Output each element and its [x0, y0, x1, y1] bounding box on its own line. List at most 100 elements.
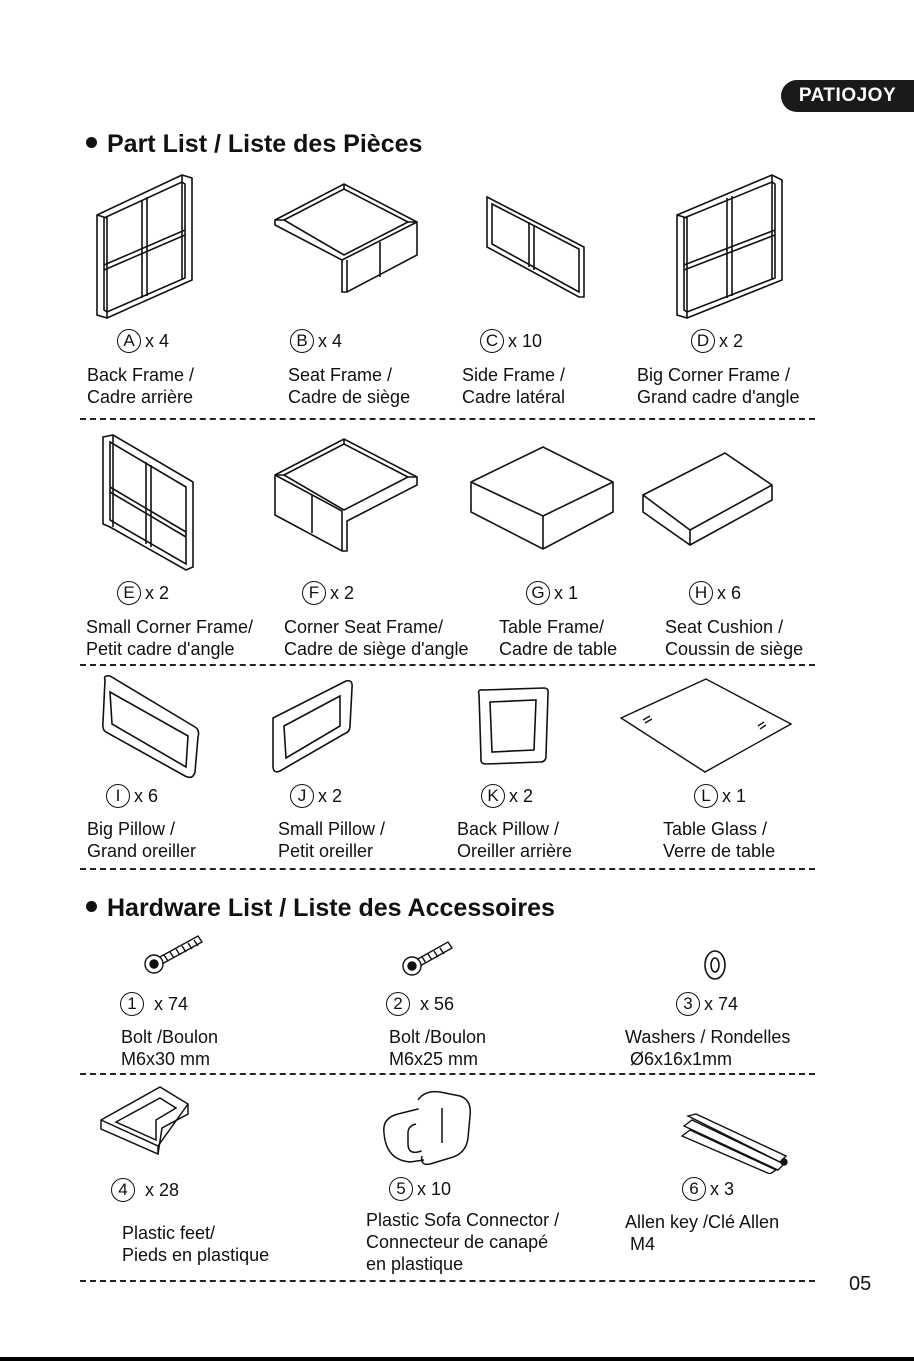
- divider: [80, 868, 815, 870]
- hardware-code-1: 1 x 74: [120, 992, 188, 1016]
- hardware-line2: Ø6x16x1mm: [625, 1049, 733, 1069]
- hardware-name-4: Plastic feet/Pieds en plastique: [122, 1222, 269, 1266]
- part-qty: x 10: [508, 330, 543, 351]
- part-name-fr: Cadre arrière: [87, 387, 194, 407]
- hardware-list-title: Hardware List / Liste des Accessoires: [86, 894, 555, 923]
- hardware-line1: Washers / Rondelles: [625, 1027, 791, 1047]
- hardware-line1: Allen key /Clé Allen: [625, 1212, 780, 1232]
- part-name-en: Side Frame /: [462, 365, 566, 385]
- back-frame-illustration: [96, 174, 193, 319]
- part-qty: x 2: [330, 582, 355, 603]
- part-name-en: Seat Frame /: [288, 365, 393, 385]
- part-name-c: Side Frame /Cadre latéral: [462, 364, 565, 408]
- part-qty: x 1: [554, 582, 579, 603]
- hardware-line2: M6x30 mm: [121, 1049, 211, 1069]
- hardware-number: 6: [682, 1177, 706, 1201]
- part-name-fr: Oreiller arrière: [457, 841, 573, 861]
- sofa-connector-icon: [383, 1090, 472, 1166]
- hardware-number: 4: [111, 1178, 135, 1202]
- hardware-qty: x 56: [420, 993, 455, 1014]
- part-name-en: Big Corner Frame /: [637, 365, 791, 385]
- bullet-icon: [86, 900, 97, 912]
- part-letter: F: [302, 581, 326, 605]
- hardware-line3: en plastique: [366, 1254, 464, 1274]
- bolt-25-icon: [402, 941, 454, 976]
- part-name-en: Back Frame /: [87, 365, 195, 385]
- part-list-title-text: Part List / Liste des Pièces: [107, 130, 423, 158]
- hardware-qty: x 74: [154, 993, 189, 1014]
- part-name-en: Back Pillow /: [457, 819, 560, 839]
- part-qty: x 2: [145, 582, 170, 603]
- washer-icon: [704, 950, 726, 980]
- allen-key-icon: [680, 1113, 788, 1174]
- part-qty: x 2: [509, 785, 534, 806]
- divider: [80, 1280, 815, 1282]
- part-letter: A: [117, 329, 141, 353]
- part-qty: x 2: [719, 330, 744, 351]
- part-name-fr: Cadre latéral: [462, 387, 566, 407]
- page-number: 05: [849, 1273, 872, 1295]
- part-letter: J: [290, 784, 314, 808]
- bullet-icon: [86, 136, 97, 148]
- part-name-fr: Petit cadre d'angle: [86, 639, 235, 659]
- part-name-fr: Coussin de siège: [665, 639, 804, 659]
- part-name-en: Small Corner Frame/: [86, 617, 254, 637]
- hardware-qty: x 74: [704, 993, 739, 1014]
- hardware-name-5: Plastic Sofa Connector /Connecteur de ca…: [366, 1209, 559, 1275]
- seat-cushion-illustration: [642, 452, 773, 546]
- part-name-d: Big Corner Frame /Grand cadre d'angle: [637, 364, 800, 408]
- hardware-qty: x 10: [417, 1178, 452, 1199]
- part-name-fr: Grand oreiller: [87, 841, 197, 861]
- part-qty: x 2: [318, 785, 343, 806]
- part-name-f: Corner Seat Frame/Cadre de siège d'angle: [284, 616, 469, 660]
- part-qty: x 1: [722, 785, 747, 806]
- hardware-line2: Pieds en plastique: [122, 1245, 270, 1265]
- hardware-qty: x 3: [710, 1178, 735, 1199]
- table-frame-illustration: [470, 446, 614, 550]
- part-letter: H: [689, 581, 713, 605]
- hardware-line2: M6x25 mm: [389, 1049, 479, 1069]
- part-name-fr: Grand cadre d'angle: [637, 387, 800, 407]
- hardware-line1: Bolt /Boulon: [121, 1027, 219, 1047]
- part-name-fr: Cadre de siège d'angle: [284, 639, 469, 659]
- part-name-en: Small Pillow /: [278, 819, 386, 839]
- hardware-line2: Connecteur de canapé: [366, 1232, 549, 1252]
- part-letter: B: [290, 329, 314, 353]
- side-frame-illustration: [486, 195, 585, 298]
- bottom-rule: [0, 1357, 914, 1361]
- hardware-name-3: Washers / Rondelles Ø6x16x1mm: [625, 1026, 790, 1070]
- part-name-h: Seat Cushion /Coussin de siège: [665, 616, 803, 660]
- part-name-fr: Verre de table: [663, 841, 776, 861]
- part-name-en: Seat Cushion /: [665, 617, 784, 637]
- hardware-list-title-text: Hardware List / Liste des Accessoires: [107, 894, 555, 922]
- part-letter: G: [526, 581, 550, 605]
- small-corner-frame-illustration: [102, 434, 194, 571]
- small-pillow-illustration: [272, 679, 353, 773]
- hardware-line1: Plastic feet/: [122, 1223, 216, 1243]
- part-name-g: Table Frame/Cadre de table: [499, 616, 617, 660]
- part-name-fr: Cadre de table: [499, 639, 618, 659]
- part-name-k: Back Pillow /Oreiller arrière: [457, 818, 572, 862]
- part-letter: I: [106, 784, 130, 808]
- plastic-foot-icon: [100, 1086, 189, 1156]
- part-name-a: Back Frame /Cadre arrière: [87, 364, 194, 408]
- seat-frame-illustration: [274, 183, 418, 293]
- divider: [80, 1073, 815, 1075]
- part-letter: E: [117, 581, 141, 605]
- part-name-j: Small Pillow /Petit oreiller: [278, 818, 385, 862]
- hardware-number: 1: [120, 992, 144, 1016]
- hardware-line2: M4: [625, 1234, 656, 1254]
- hardware-number: 3: [676, 992, 700, 1016]
- divider: [80, 418, 815, 420]
